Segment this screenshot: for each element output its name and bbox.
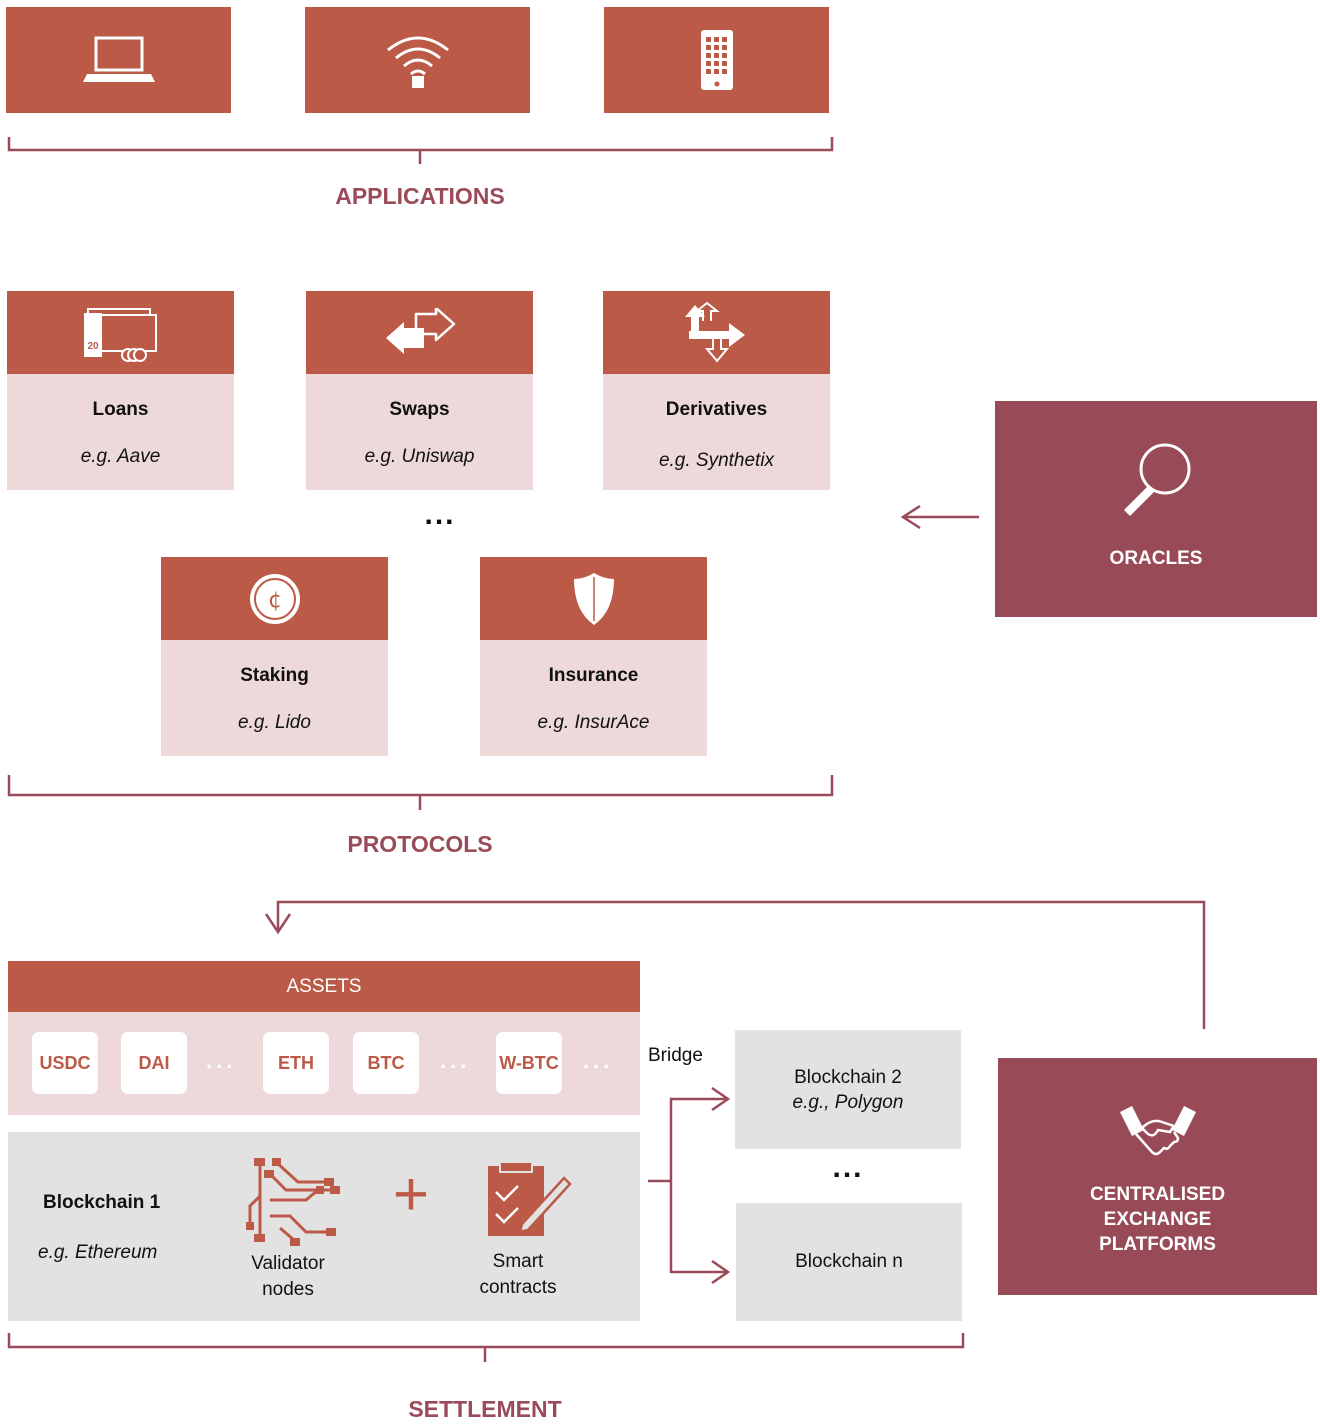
- asset-chip-btc: BTC: [353, 1032, 419, 1094]
- blockchain1-example: e.g. Ethereum: [38, 1242, 158, 1263]
- protocol-name: Staking: [240, 665, 309, 686]
- bridge-arrowhead-bottom: [711, 1259, 731, 1285]
- protocol-icon-area: [603, 291, 830, 374]
- oracles-box: ORACLES: [995, 401, 1317, 617]
- bridge-lines: [648, 1097, 727, 1274]
- coin-icon: ¢: [249, 573, 300, 624]
- protocol-card-swaps: Swaps e.g. Uniswap: [306, 291, 533, 490]
- tablet-icon: [700, 30, 733, 90]
- protocol-card-loans: 20 Loans e.g. Aave: [7, 291, 234, 490]
- protocol-example: e.g. Lido: [238, 712, 311, 733]
- protocol-name: Swaps: [389, 399, 450, 420]
- plus-icon: +: [392, 1160, 430, 1229]
- asset-chip-dai: DAI: [121, 1032, 187, 1094]
- asset-chip-w-btc: W-BTC: [496, 1032, 562, 1094]
- oracles-label: ORACLES: [1109, 548, 1203, 569]
- shield-icon: [573, 572, 614, 625]
- protocol-example: e.g. Uniswap: [364, 446, 475, 467]
- protocol-card-insurance: Insurance e.g. InsurAce: [480, 557, 707, 756]
- assets-ellipsis: ...: [583, 1048, 614, 1073]
- validator-nodes-label: Validator nodes: [251, 1253, 325, 1300]
- smart-contract-icon: [488, 1162, 572, 1236]
- protocol-example: e.g. InsurAce: [537, 712, 650, 733]
- smart-contracts-label: Smart contracts: [479, 1251, 557, 1298]
- protocol-card-staking: ¢ Staking e.g. Lido: [161, 557, 388, 756]
- blockchain-n-name: Blockchain n: [795, 1251, 903, 1272]
- blockchain-n-box: Blockchain n: [736, 1203, 962, 1321]
- handshake-icon: [1120, 1106, 1196, 1156]
- settlement-label: SETTLEMENT: [408, 1396, 562, 1422]
- assets-row: USDC DAI ... ETH BTC ... W-BTC ...: [8, 1012, 640, 1115]
- applications-bracket: [7, 137, 834, 164]
- protocol-text-area: Staking e.g. Lido: [161, 640, 388, 756]
- blockchain1-name: Blockchain 1: [43, 1192, 161, 1213]
- wifi-icon: [386, 36, 449, 88]
- laptop-icon: [82, 36, 155, 82]
- assets-ellipsis: ...: [206, 1048, 237, 1073]
- app-tile-tablet: [604, 7, 829, 113]
- protocol-icon-area: 20: [7, 291, 234, 374]
- app-tile-laptop: [6, 7, 231, 113]
- blockchain1-box: Blockchain 1 e.g. Ethereum Validator nod…: [8, 1132, 640, 1321]
- settlement-bracket: [7, 1333, 965, 1362]
- protocol-icon-area: [480, 557, 707, 640]
- svg-text:20: 20: [87, 341, 99, 352]
- blockchain2-example: e.g., Polygon: [792, 1092, 904, 1113]
- protocols-label: PROTOCOLS: [347, 831, 493, 857]
- protocol-text-area: Derivatives e.g. Synthetix: [603, 374, 830, 490]
- blockchain2-name: Blockchain 2: [794, 1067, 902, 1088]
- cex-label: CENTRALISED EXCHANGE PLATFORMS: [1089, 1184, 1226, 1255]
- blockchains-ellipsis: ...: [832, 1151, 864, 1184]
- cex-box: CENTRALISED EXCHANGE PLATFORMS: [998, 1058, 1317, 1295]
- protocols-ellipsis: ...: [424, 498, 456, 531]
- svg-text:¢: ¢: [268, 588, 282, 613]
- bridge-label: Bridge: [648, 1045, 703, 1066]
- protocol-name: Loans: [92, 399, 149, 420]
- protocol-name: Derivatives: [665, 399, 768, 420]
- cex-loop-arrow: [264, 900, 1206, 1029]
- applications-label: APPLICATIONS: [335, 183, 505, 209]
- protocol-text-area: Insurance e.g. InsurAce: [480, 640, 707, 756]
- protocol-example: e.g. Aave: [80, 446, 161, 467]
- assets-ellipsis: ...: [440, 1048, 471, 1073]
- magnifier-icon: [1124, 443, 1191, 516]
- swap-arrows-icon: [385, 307, 455, 354]
- asset-chip-usdc: USDC: [32, 1032, 98, 1094]
- assets-header: ASSETS: [8, 961, 640, 1012]
- validator-nodes-icon: [246, 1158, 340, 1246]
- protocol-text-area: Loans e.g. Aave: [7, 374, 234, 490]
- protocol-text-area: Swaps e.g. Uniswap: [306, 374, 533, 490]
- protocol-name: Insurance: [548, 665, 639, 686]
- asset-chip-eth: ETH: [263, 1032, 329, 1094]
- oracle-arrow: [900, 504, 979, 530]
- protocols-bracket: [7, 775, 834, 810]
- assets-header-label: ASSETS: [286, 975, 362, 997]
- protocol-icon-area: [306, 291, 533, 374]
- bridge-arrowhead-top: [711, 1086, 731, 1112]
- blockchain2-box: Blockchain 2 e.g., Polygon: [735, 1030, 961, 1149]
- protocol-icon-area: ¢: [161, 557, 388, 640]
- app-tile-wifi: [305, 7, 530, 113]
- protocol-example: e.g. Synthetix: [658, 450, 775, 471]
- multi-arrows-icon: [684, 301, 745, 363]
- protocol-card-derivatives: Derivatives e.g. Synthetix: [603, 291, 830, 490]
- cash-icon: 20: [83, 307, 157, 362]
